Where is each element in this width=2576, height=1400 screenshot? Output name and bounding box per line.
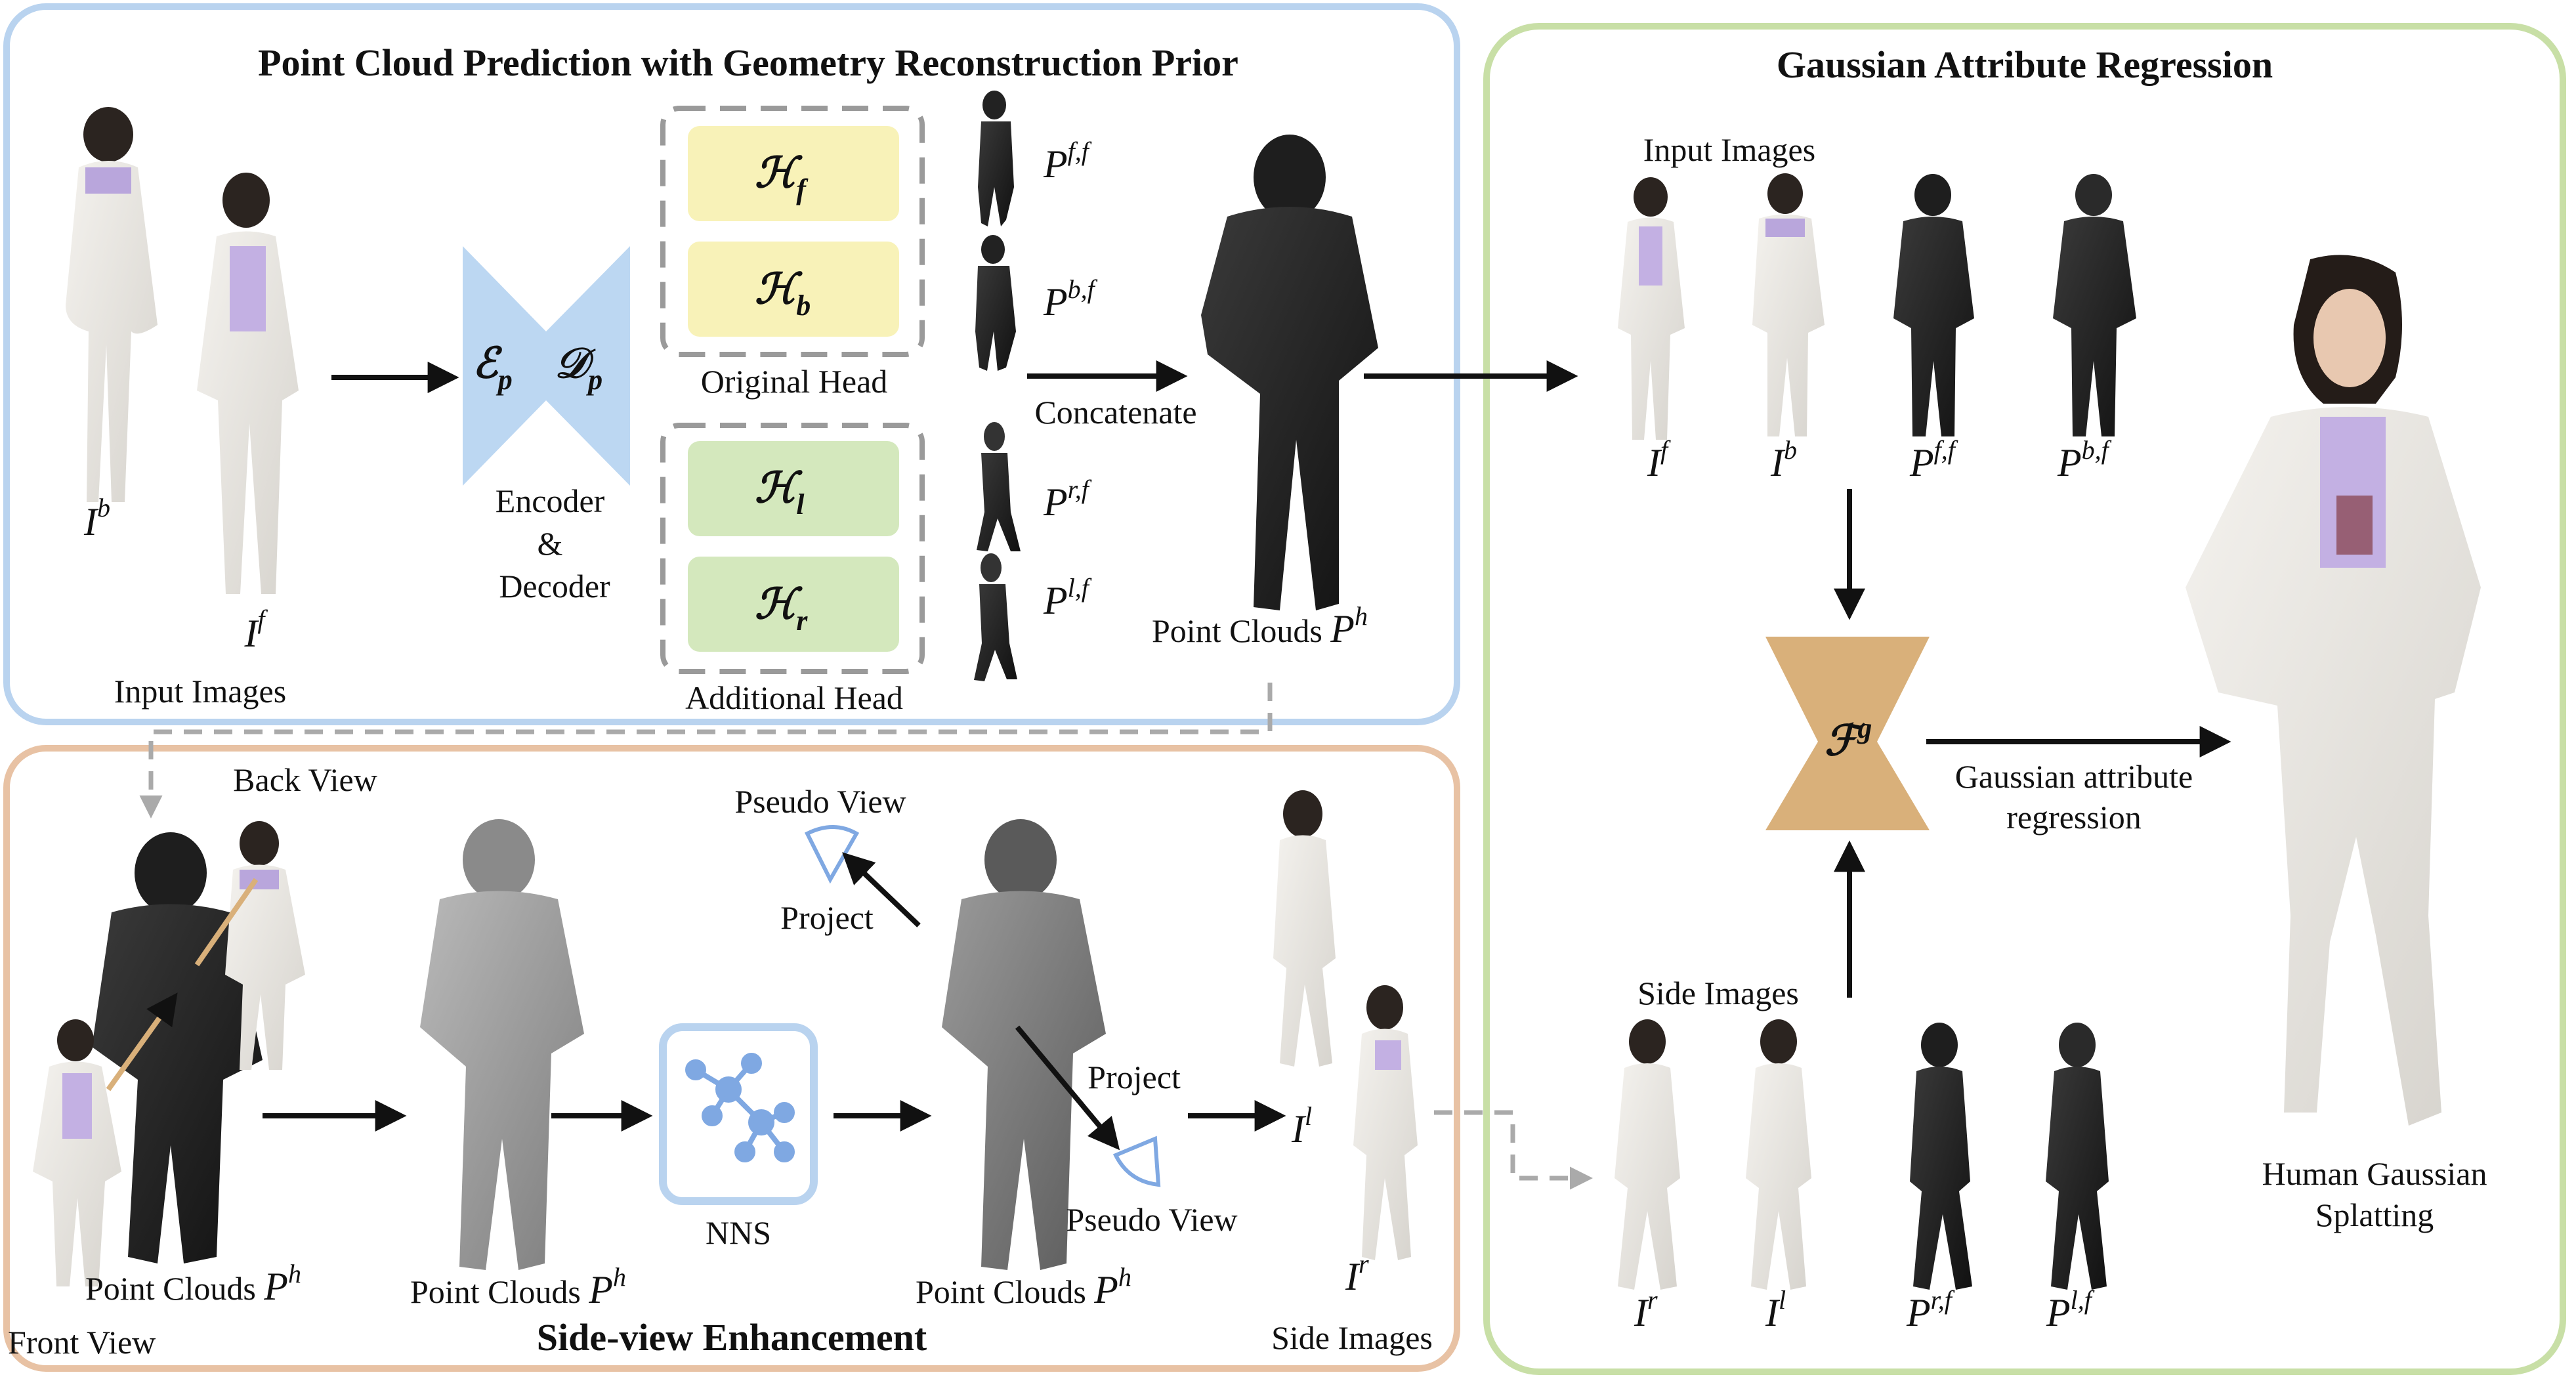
encoder-label-line2: & <box>538 525 563 562</box>
head-l-block <box>688 441 899 536</box>
gaussian-input-pc-bf-figure <box>2053 174 2136 436</box>
side-image-l-figure <box>1273 790 1336 1067</box>
pc-bf-label: Pb,f <box>1043 274 1098 324</box>
gaussian-side-label-0: Ir <box>1634 1285 1658 1334</box>
gaussian-input-back-figure <box>1752 173 1825 436</box>
gaussian-side-images-label: Side Images <box>1637 975 1799 1011</box>
merged-point-clouds-label: Point Clouds Ph <box>1152 601 1368 650</box>
arrow-project-bottom <box>1015 1025 1120 1151</box>
input-image-back-figure <box>66 107 158 502</box>
sideview-gray-point-cloud <box>420 819 584 1270</box>
gaussian-regression-line1: Gaussian attribute <box>1955 758 2193 795</box>
gaussian-regression-line2: regression <box>2006 799 2142 836</box>
gaussian-side-label-3: Pl,f <box>2046 1285 2095 1334</box>
point-cloud-panel-title: Point Cloud Prediction with Geometry Rec… <box>258 41 1238 84</box>
project-bottom-label: Project <box>1087 1059 1181 1095</box>
pc-rf-label: Pr,f <box>1043 475 1092 524</box>
gaussian-regressor-block <box>1765 637 1930 830</box>
side-image-r-label: Ir <box>1345 1249 1369 1298</box>
gaussian-side-label-1: Il <box>1765 1285 1786 1334</box>
pseudo-view-top-camera-icon <box>804 825 860 884</box>
gaussian-input-label-3: Pb,f <box>2057 435 2112 484</box>
side-image-r-figure <box>1353 985 1418 1260</box>
pc-rf-figure <box>977 422 1021 551</box>
head-b-symbol: ℋb <box>755 266 811 322</box>
decoder-symbol: 𝒟p <box>555 340 602 396</box>
gaussian-input-label-2: Pf,f <box>1909 435 1958 484</box>
human-gaussian-splatting-figure <box>2185 255 2481 1126</box>
pseudo-view-top-label: Pseudo View <box>734 783 906 820</box>
head-r-block <box>688 557 899 652</box>
additional-head-label: Additional Head <box>685 679 903 716</box>
encoder-label-line3: Decoder <box>499 568 610 605</box>
back-view-figure <box>225 821 305 1070</box>
sideview-dark-point-cloud <box>92 832 263 1263</box>
sideview-pc-label-3: Point Clouds Ph <box>916 1262 1131 1311</box>
pc-ff-label: Pf,f <box>1043 137 1092 186</box>
front-view-label: Front View <box>8 1324 156 1361</box>
nns-label: NNS <box>706 1214 771 1251</box>
project-top-label: Project <box>780 899 874 936</box>
pseudo-view-bottom-camera-icon <box>1112 1135 1161 1187</box>
encoder-label-line1: Encoder <box>496 482 605 519</box>
gaussian-side-pc-rf-figure <box>1910 1023 1972 1290</box>
side-images-label-sideview: Side Images <box>1271 1319 1433 1356</box>
pc-bf-figure <box>975 235 1016 371</box>
front-view-figure <box>33 1019 121 1286</box>
gaussian-input-label-0: If <box>1647 435 1671 484</box>
side-view-panel-title: Side-view Enhancement <box>537 1316 927 1359</box>
pc-ff-figure <box>978 91 1014 226</box>
merged-point-cloud-figure <box>1201 135 1378 610</box>
gaussian-side-pc-lf-figure <box>2046 1023 2109 1290</box>
dashed-connector-stage1-to-sideview <box>139 683 1273 818</box>
back-view-label: Back View <box>233 761 377 798</box>
head-b-block <box>688 242 899 337</box>
panel-point-cloud <box>3 3 1460 725</box>
sideview-pc-label-2: Point Clouds Ph <box>410 1262 626 1311</box>
side-image-l-label: Il <box>1291 1101 1312 1151</box>
output-label-line1: Human Gaussian <box>2262 1155 2487 1192</box>
gaussian-input-front-figure <box>1618 177 1685 440</box>
gaussian-panel-title: Gaussian Attribute Regression <box>1777 43 2273 86</box>
head-f-symbol: ℋf <box>755 150 809 205</box>
gaussian-side-l-figure <box>1746 1019 1811 1290</box>
dashed-connector-side-images <box>1434 1110 1593 1190</box>
gaussian-input-images-label: Input Images <box>1643 131 1815 168</box>
sideview-pc-label-1: Point Clouds Ph <box>85 1259 301 1308</box>
encoder-shape <box>463 246 546 486</box>
encoder-symbol: ℰp <box>473 340 513 396</box>
input-image-front-figure <box>197 173 299 594</box>
input-image-front-label: If <box>243 605 268 655</box>
gaussian-input-pc-ff-figure <box>1893 174 1974 436</box>
decoder-shape <box>546 246 630 486</box>
pc-lf-figure <box>974 553 1017 681</box>
head-f-block <box>688 126 899 221</box>
back-view-ray <box>194 878 259 967</box>
input-image-back-label: Ib <box>83 493 110 543</box>
concatenate-label: Concatenate <box>1034 394 1196 431</box>
nns-graph-icon <box>685 1053 795 1162</box>
original-head-label: Original Head <box>701 363 888 400</box>
arrow-project-top <box>842 852 921 927</box>
sideview-enhanced-point-cloud <box>942 819 1106 1270</box>
gaussian-input-label-1: Ib <box>1770 435 1797 484</box>
head-r-symbol: ℋr <box>755 581 808 637</box>
gaussian-side-r-figure <box>1615 1019 1680 1290</box>
output-label-line2: Splatting <box>2315 1197 2434 1233</box>
pseudo-view-bottom-label: Pseudo View <box>1066 1201 1237 1238</box>
gaussian-side-label-2: Pr,f <box>1906 1285 1955 1334</box>
panel-gaussian <box>1483 23 2566 1375</box>
pc-lf-label: Pl,f <box>1043 573 1092 622</box>
front-view-ray <box>106 992 178 1092</box>
head-l-symbol: ℋl <box>755 465 805 520</box>
input-images-label: Input Images <box>114 673 286 710</box>
panel-side-view <box>3 745 1460 1372</box>
